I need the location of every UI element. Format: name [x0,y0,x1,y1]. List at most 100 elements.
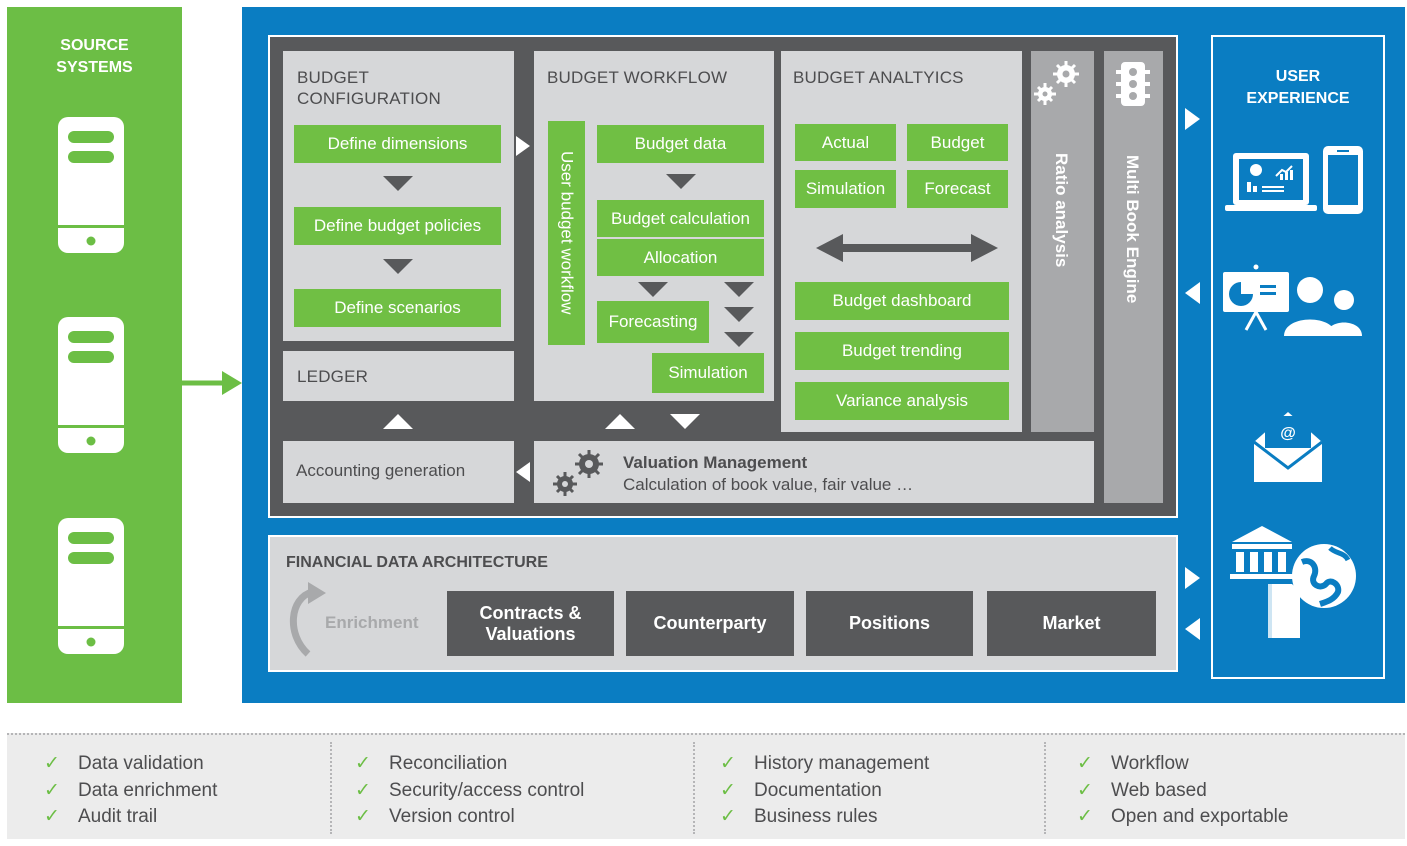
accounting-generation-label: Accounting generation [296,461,466,480]
feature-item: ✓Web based [1077,778,1288,805]
arrow-up [383,414,413,429]
arrow-left [1185,282,1200,304]
ledger-panel: LEDGER [283,351,514,401]
presentation-icon [1223,264,1289,331]
globe-icon [1292,544,1356,608]
email-icon: @ [1253,412,1323,482]
valuation-subtitle: Calculation of book value, fair value … [623,475,914,494]
forecasting-step: Forecasting [597,301,709,343]
check-icon: ✓ [1077,753,1093,774]
ledger-title: LEDGER [297,367,369,386]
forecast-box: Forecast [907,170,1008,208]
budget-box: Budget [907,124,1008,161]
feature-item: ✓Version control [355,804,584,831]
check-icon: ✓ [44,753,60,774]
document-icon [1268,584,1300,638]
features-divider [1044,742,1046,834]
features-column-4: ✓Workflow ✓Web based ✓Open and exportabl… [1077,751,1288,831]
simulation-step: Simulation [652,353,764,393]
budget-calculation-step: Budget calculation [597,200,764,237]
check-icon: ✓ [720,779,736,801]
arrow-up [605,414,635,429]
arrow-down [383,176,413,191]
actual-box: Actual [795,124,896,161]
feature-item: ✓Data enrichment [44,778,217,805]
features-divider [330,742,332,834]
check-icon: ✓ [1077,779,1093,801]
arrow-right [1185,108,1200,130]
multi-book-engine-column: Multi Book Engine [1104,51,1163,503]
feature-item: ✓History management [720,751,929,778]
server-icon [58,117,124,253]
enrichment-label: Enrichment [325,613,419,632]
arrow-down [666,174,696,189]
variance-analysis-box: Variance analysis [795,382,1009,420]
server-icon [58,317,124,453]
user-experience-icons: @ [1185,108,1363,640]
arrow-down [670,414,700,429]
arrow-left [1185,618,1200,640]
double-arrow [816,234,998,262]
arrow-down [724,307,754,322]
feature-item: ✓Security/access control [355,778,584,805]
check-icon: ✓ [355,753,371,774]
svg-text:@: @ [1280,425,1296,442]
check-icon: ✓ [44,806,60,827]
simulation-box: Simulation [795,170,896,208]
check-icon: ✓ [355,779,371,801]
define-dimensions-step: Define dimensions [294,125,501,163]
counterparty-box: Counterparty [626,591,794,656]
server-icon [58,518,124,654]
feature-item: ✓Workflow [1077,751,1288,778]
multi-book-engine-label: Multi Book Engine [1123,155,1142,304]
features-strip [7,733,1405,839]
accounting-generation-panel: Accounting generation [283,441,514,503]
feature-item: ✓Data validation [44,751,217,778]
feature-item: ✓Reconciliation [355,751,584,778]
enrichment-icon [290,582,326,657]
allocation-step: Allocation [597,239,764,276]
source-connector [182,137,206,635]
gears-icon [1034,61,1079,105]
arrow-left [516,462,530,482]
people-icon [1284,277,1362,336]
positions-box: Positions [806,591,973,656]
features-divider [693,742,695,834]
ratio-analysis-column: Ratio analysis [1031,51,1094,432]
user-experience-title: USER EXPERIENCE [1246,68,1350,107]
user-experience-panel: USER EXPERIENCE [1211,35,1385,679]
budget-data-step: Budget data [597,125,764,163]
features-column-2: ✓Reconciliation ✓Security/access control… [355,751,584,831]
budget-workflow-title: BUDGET WORKFLOW [547,68,728,87]
contracts-valuations-box: Contracts & Valuations [447,591,614,656]
budget-dashboard-box: Budget dashboard [795,282,1009,320]
ratio-analysis-label: Ratio analysis [1052,153,1071,268]
arrow-right [1185,567,1200,589]
budget-trending-box: Budget trending [795,332,1009,370]
check-icon: ✓ [44,779,60,801]
budget-configuration-title: BUDGET CONFIGURATION [297,68,441,108]
laptop-icon [1225,153,1317,211]
valuation-management-panel: Valuation Management Calculation of book… [534,441,1094,503]
tablet-icon [1323,146,1363,214]
bank-icon [1230,526,1294,579]
arrow-down [383,259,413,274]
feature-item: ✓Audit trail [44,804,217,831]
budget-analytics-title: BUDGET ANALTYICS [793,68,964,87]
define-scenarios-step: Define scenarios [294,289,501,327]
check-icon: ✓ [720,753,736,774]
source-arrow-head [222,371,242,395]
source-servers-svg [58,117,242,654]
user-budget-workflow-bar: User budget workflow [548,121,585,345]
valuation-title: Valuation Management [623,453,808,472]
check-icon: ✓ [720,806,736,827]
feature-item: ✓Open and exportable [1077,804,1288,831]
feature-item: ✓Business rules [720,804,929,831]
financial-data-title: FINANCIAL DATA ARCHITECTURE [286,554,548,571]
features-column-1: ✓Data validation ✓Data enrichment ✓Audit… [44,751,217,831]
traffic-light-icon [1116,62,1150,106]
features-column-3: ✓History management ✓Documentation ✓Busi… [720,751,929,831]
arrow-down [724,332,754,347]
check-icon: ✓ [355,806,371,827]
